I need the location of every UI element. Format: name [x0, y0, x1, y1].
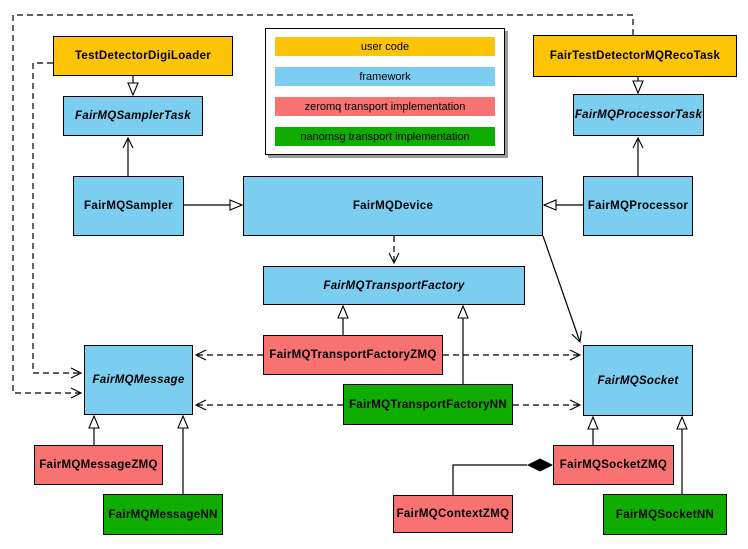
- legend-item-zeromq: zeromq transport implementation: [275, 97, 495, 116]
- node-fairmq-sampler: FairMQSampler: [73, 176, 184, 236]
- legend-item-framework: framework: [275, 67, 495, 86]
- node-fair-test-detector-mq-reco-task: FairTestDetectorMQRecoTask: [533, 35, 737, 77]
- edge-contextzmq-socketzmq-composition: [452, 464, 527, 495]
- legend: user code framework zeromq transport imp…: [265, 28, 505, 155]
- edge-device-socket-association: [542, 235, 582, 344]
- node-fairmq-socket: FairMQSocket: [583, 345, 693, 416]
- composition-diamond-icon: [527, 458, 553, 472]
- legend-item-user-code: user code: [275, 37, 495, 56]
- node-fairmq-message-nn: FairMQMessageNN: [103, 494, 223, 535]
- node-fairmq-context-zmq: FairMQContextZMQ: [393, 495, 513, 533]
- node-fairmq-transport-factory: FairMQTransportFactory: [263, 266, 525, 305]
- node-fairmq-device: FairMQDevice: [243, 176, 543, 236]
- edge-recotask-message-dependency: [12, 14, 634, 399]
- edge-digiloader-message-dependency: [32, 62, 83, 379]
- node-fairmq-sampler-task: FairMQSamplerTask: [63, 96, 203, 136]
- node-test-detector-digi-loader: TestDetectorDigiLoader: [53, 36, 233, 76]
- node-fairmq-message-zmq: FairMQMessageZMQ: [34, 445, 163, 485]
- node-fairmq-processor: FairMQProcessor: [583, 176, 693, 236]
- node-fairmq-socket-zmq: FairMQSocketZMQ: [553, 445, 674, 485]
- node-fairmq-transport-factory-nn: FairMQTransportFactoryNN: [343, 384, 513, 425]
- node-fairmq-processor-task: FairMQProcessorTask: [573, 94, 704, 136]
- node-fairmq-transport-factory-zmq: FairMQTransportFactoryZMQ: [263, 335, 443, 375]
- node-fairmq-socket-nn: FairMQSocketNN: [603, 494, 727, 535]
- legend-item-nanomsg: nanomsg transport implementation: [275, 127, 495, 146]
- node-fairmq-message: FairMQMessage: [84, 345, 193, 415]
